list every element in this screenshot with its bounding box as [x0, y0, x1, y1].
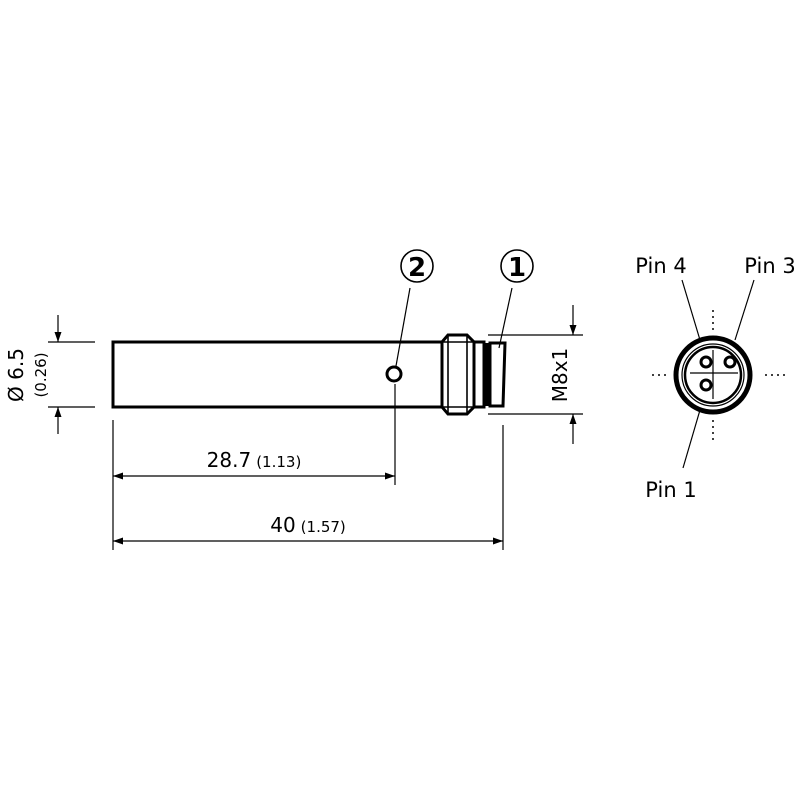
callout-1: [498, 249, 534, 349]
length-label: 40 (1.57): [270, 513, 346, 537]
callout-1-label: 1: [508, 253, 526, 283]
thread-dimension: [488, 305, 583, 444]
length-mm: 40: [270, 513, 295, 537]
pin-1-label: Pin 1: [645, 478, 696, 502]
sensor-body: [111, 333, 507, 416]
pin-4-label: Pin 4: [635, 254, 686, 278]
length-inch: (1.57): [301, 518, 346, 536]
connector-pinout: [652, 279, 785, 469]
length-dimensions: [112, 384, 504, 550]
pin-4-contact: [699, 355, 713, 369]
diameter-inch: (0.26): [32, 352, 50, 397]
hole-position-mm: 28.7: [207, 448, 252, 472]
pin-1-contact: [699, 378, 713, 392]
diameter-value: Ø 6.5: [4, 348, 28, 402]
thread-value: M8x1: [548, 348, 572, 403]
indicator-hole: [385, 365, 403, 383]
hole-position-label: 28.7(1.13): [207, 448, 302, 472]
pin-3-label: Pin 3: [744, 254, 795, 278]
pin-3-contact: [723, 355, 737, 369]
hole-position-inch: (1.13): [256, 453, 301, 471]
callout-2-label: 2: [408, 253, 426, 283]
diameter-dimension: [48, 315, 95, 434]
callout-2: [395, 249, 434, 367]
